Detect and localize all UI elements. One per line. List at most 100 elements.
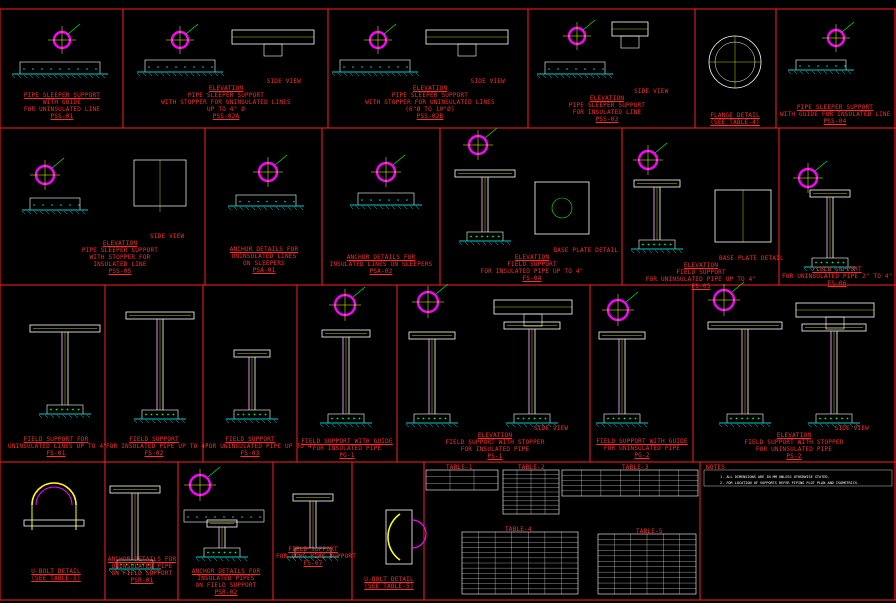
ground-hatch [343, 423, 348, 428]
anchor-bolt [314, 551, 317, 554]
caption-line: FS-04 [522, 275, 542, 282]
ground-hatch [748, 423, 753, 428]
concrete-aggregate [557, 68, 559, 70]
stopper-plate [620, 35, 640, 49]
ground-hatch [361, 72, 366, 77]
concrete-aggregate [214, 516, 216, 518]
anchor-bolt [433, 417, 436, 420]
ground-hatch [827, 267, 832, 272]
caption-line: ELEVATION [102, 240, 138, 247]
anchor-bolt [735, 417, 738, 420]
leader-line [625, 291, 639, 303]
concrete-aggregate [205, 516, 207, 518]
concrete-aggregate [584, 68, 586, 70]
ground-hatch [281, 206, 286, 211]
caption-line: FIELD SUPPORT [676, 269, 726, 276]
caption-line: PS-2 [786, 453, 802, 460]
ground-hatch [511, 423, 516, 428]
leader-line [484, 127, 498, 139]
ground-hatch [163, 419, 168, 424]
side-view-caption-pss02: SIDE VIEW [266, 78, 301, 85]
caption-line: ELEVATION [683, 262, 719, 269]
ground-hatch [391, 72, 396, 77]
u-bolt-plate [23, 519, 85, 527]
caption-line: U-BOLT DETAIL [364, 576, 414, 583]
caption-line: FOR UNINSULATED PIPE UP TO 4" [205, 443, 316, 450]
ground-hatch [184, 72, 189, 77]
ground-hatch [542, 74, 547, 79]
ground-hatch [166, 72, 171, 77]
caption-line: FOR INSULATED PIPE [312, 445, 382, 452]
ground-hatch [821, 267, 826, 272]
ground-hatch [86, 414, 91, 419]
caption-line: FIELD SUPPORT WITH STOPPER [744, 439, 844, 446]
ground-hatch [331, 423, 336, 428]
caption-line: FIELD SUPPORT WITH GUIDE [596, 438, 688, 445]
concrete-aggregate [232, 516, 234, 518]
side-view-caption-pss02b: SIDE VIEW [470, 78, 505, 85]
ground-hatch [535, 423, 540, 428]
concrete-aggregate [241, 516, 243, 518]
ground-hatch [397, 72, 402, 77]
ground-hatch [65, 74, 70, 79]
ground-hatch [805, 70, 810, 75]
ground-hatch [435, 423, 440, 428]
ground-hatch [391, 205, 396, 210]
ground-hatch [208, 72, 213, 77]
ground-hatch [823, 70, 828, 75]
anchor-bolt [815, 261, 817, 264]
ground-hatch [33, 210, 38, 215]
u-bolt-clamp [385, 509, 413, 565]
anchor-bolt [664, 243, 666, 246]
anchor-bolt [298, 551, 300, 554]
ground-hatch [50, 414, 55, 419]
ground-hatch [51, 210, 56, 215]
anchor-bolt [533, 417, 536, 420]
ground-hatch [766, 423, 771, 428]
ground-hatch [517, 423, 522, 428]
concrete-sleeper [183, 509, 265, 523]
ground-hatch [730, 423, 735, 428]
concrete-aggregate [68, 68, 70, 70]
ground-hatch [263, 206, 268, 211]
ground-hatch [304, 557, 309, 562]
caption-line: FOR LONG PIPE SUPPORT [276, 553, 357, 560]
ground-hatch [566, 74, 571, 79]
anchor-bolt [629, 417, 631, 420]
caption-line: U-BOLT DETAIL [31, 568, 81, 575]
ground-hatch [273, 419, 278, 424]
caption-line: WITH STOPPER FOR [89, 254, 151, 261]
concrete-aggregate [223, 516, 225, 518]
caption-line: FOR UNINSULATED PIPE 2" TO 4" [782, 273, 893, 280]
caption-line: INSULATED LINE [93, 261, 147, 268]
anchor-bolt [156, 413, 158, 416]
ground-hatch [724, 423, 729, 428]
anchor-bolt [77, 408, 80, 411]
table-caption-t4: TABLE-4 [505, 526, 532, 533]
side-view-caption-ps1: SIDE VIEW [533, 425, 569, 432]
ground-hatch [169, 419, 174, 424]
concrete-aggregate [250, 516, 252, 518]
ground-hatch [328, 557, 333, 562]
stopper-plate [263, 43, 283, 57]
anchor-bolt [820, 261, 823, 264]
ground-hatch [310, 557, 315, 562]
frame-grid [0, 8, 896, 601]
ground-hatch [403, 72, 408, 77]
table-caption-t5: TABLE-5 [636, 528, 663, 535]
ground-hatch [529, 423, 534, 428]
anchor-bolt [826, 261, 828, 264]
concrete-aggregate [187, 516, 189, 518]
side-view-caption-fs04: BASE PLATE DETAIL [553, 247, 619, 254]
caption-line: PIPE SLEEPER SUPPORT [568, 102, 646, 109]
ground-hatch [817, 70, 822, 75]
ground-hatch [851, 267, 856, 272]
ground-hatch [560, 74, 565, 79]
anchor-bolt [347, 417, 350, 420]
